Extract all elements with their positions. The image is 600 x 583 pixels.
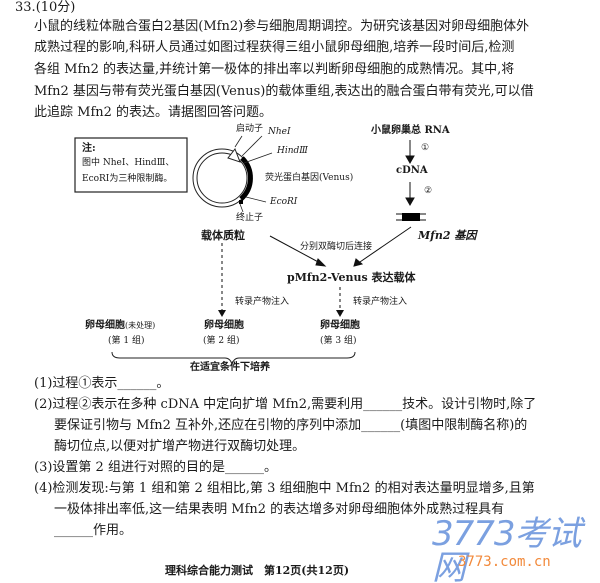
question-score: (10分) — [35, 0, 76, 15]
intro-line: 小鼠的线粒体融合蛋白2基因(Mfn2)参与细胞周期调控。为研究该基因对卵母细胞体… — [34, 19, 530, 34]
step1-label: ① — [421, 143, 430, 153]
mfn2-gene-symbol — [396, 213, 426, 221]
venus-gene-segment — [239, 156, 253, 201]
note-line: 图中 NheⅠ、HindⅢ、 — [82, 158, 175, 168]
cell-group-2-label: (第 2 组) — [203, 336, 240, 346]
ligate-label: 分别双酶切后连接 — [300, 242, 373, 252]
watermark-logo: 3773考试网 — [432, 514, 582, 583]
note-box — [74, 137, 188, 193]
label-pointers — [234, 135, 273, 213]
venus-label: 荧光蛋白基因(Venus) — [265, 173, 354, 183]
intro-line: 成熟过程的影响,科研人员通过如图过程获得三组小鼠卵母细胞,培养一段时间后,检测 — [34, 40, 515, 55]
sub-question-4-cont: 一极体排出率低,这一结果表明 Mfn2 的表达增多对卵母细胞体外成熟过程具有 — [54, 502, 505, 517]
cell-group-3: 卵母细胞 — [320, 320, 360, 331]
hind-label: HindⅢ — [277, 146, 308, 156]
arrows — [269, 140, 415, 267]
intro-line: Mfn2 基因与带有荧光蛋白基因(Venus)的载体重组,表达出的融合蛋白带有荧… — [34, 84, 534, 99]
sub-question-2-cont: 酶切位点,以便对扩增产物进行双酶切处理。 — [54, 439, 306, 454]
intro-line: 此追踪 Mfn2 的表达。请据图回答问题。 — [34, 105, 273, 120]
inject-label: 转录产物注入 — [235, 297, 290, 307]
sub-question-4: (4)检测发现:与第 1 组和第 2 组相比,第 3 组细胞中 Mfn2 的相对… — [34, 481, 535, 496]
sub-question-1: (1)过程①表示______。 — [34, 376, 170, 391]
rna-label: 小鼠卵巢总 RNA — [371, 125, 450, 136]
culture-label: 在适宜条件下培养 — [190, 362, 270, 373]
gene-label: Mfn2 基因 — [418, 229, 477, 242]
sub-question-4-cont: ______作用。 — [54, 523, 133, 538]
question-number: 33. — [15, 0, 36, 15]
nhe-label: NheⅠ — [268, 127, 291, 137]
question-header: 33.(10分) — [15, 0, 75, 15]
plasmid-label: 载体质粒 — [201, 229, 245, 242]
vector-label: pMfn2-Venus 表达载体 — [287, 271, 416, 284]
cell-group-1: 卵母细胞(未处理) — [85, 320, 156, 331]
terminator-marker — [239, 200, 243, 204]
promoter-marker — [227, 147, 241, 163]
sub-question-2: (2)过程②表示在多种 cDNA 中定向扩增 Mfn2,需要利用______技术… — [34, 397, 537, 412]
cell-group-2: 卵母细胞 — [204, 320, 244, 331]
inject-label: 转录产物注入 — [353, 297, 408, 307]
cdna-label: cDNA — [396, 165, 428, 176]
step2-label: ② — [424, 186, 433, 196]
note-title: 注: — [82, 143, 96, 154]
eco-label: EcoRⅠ — [270, 197, 298, 207]
terminator-label: 终止子 — [236, 213, 264, 223]
group-brace — [111, 351, 356, 366]
sub-question-2-cont: 要保证引物与 Mfn2 互补外,还应在引物的序列中添加______(填图中限制酶… — [54, 418, 528, 433]
cell-group-1-label: (第 1 组) — [108, 336, 145, 346]
cell-group-3-label: (第 3 组) — [320, 336, 357, 346]
page-footer: 理科综合能力测试 第12页(共12页) — [165, 564, 350, 577]
intro-line: 各组 Mfn2 的表达量,并统计第一极体的排出率以判断卵母细胞的成熟情况。其中,… — [34, 62, 515, 77]
watermark-url: 3773.com.cn — [458, 554, 551, 570]
promoter-label: 启动子 — [236, 124, 264, 134]
note-line: EcoRⅠ为三种限制酶。 — [82, 174, 173, 184]
dashed-arrows — [221, 243, 341, 312]
sub-question-3: (3)设置第 2 组进行对照的目的是______。 — [34, 460, 277, 475]
plasmid-inner — [196, 152, 248, 204]
